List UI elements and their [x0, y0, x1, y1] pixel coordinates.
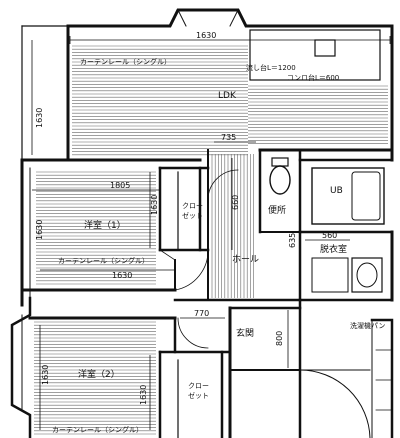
dim-bed2-height: 1630: [41, 365, 50, 385]
room-label-ldk: LDK: [218, 91, 237, 101]
dim-bed1-width: 1630: [112, 271, 132, 280]
note-stove: コンロ台L＝600: [287, 73, 339, 82]
dim-bed2-right: 1630: [139, 385, 148, 405]
note-curtain-bed1: カーテンレール（シングル）: [58, 256, 149, 265]
note-curtain-ldk: カーテンレール（シングル）: [80, 57, 171, 66]
room-label-bedroom2: 洋室（2）: [78, 368, 120, 380]
walls: [10, 8, 394, 438]
kitchen-counter: [249, 29, 381, 81]
room-label-bedroom1: 洋室（1）: [84, 219, 126, 231]
toilet-icon: [269, 165, 291, 195]
dim-660: 660: [231, 195, 240, 210]
fixtures: [249, 29, 381, 288]
labels: LDK 洋室（1） 洋室（2） クロー ゼット クロー ゼット 便所 UB 脱衣…: [35, 31, 385, 434]
room-label-entrance: 玄関: [236, 327, 254, 339]
basin-icon: [356, 262, 378, 288]
note-sink: 流し台L＝1200: [246, 63, 296, 72]
dim-635: 635: [288, 233, 297, 248]
dim-800: 800: [275, 331, 284, 346]
room-label-closet1-b: ゼット: [182, 211, 203, 220]
dim-closet1-height: 1630: [150, 195, 159, 215]
dim-ldk-height: 1630: [35, 108, 44, 128]
note-curtain-bed2: カーテンレール（シングル）: [52, 425, 143, 434]
dimension-lines: [31, 36, 391, 430]
floor-hatching: [34, 45, 388, 435]
dim-735: 735: [221, 133, 236, 142]
sink-icon: [314, 39, 336, 57]
room-label-hall: ホール: [232, 254, 259, 265]
room-label-closet1-a: クロー: [182, 202, 203, 210]
room-label-closet2-a: クロー: [188, 382, 209, 390]
dim-770: 770: [194, 309, 209, 318]
room-label-closet2-b: ゼット: [188, 391, 209, 400]
room-label-bath: UB: [330, 186, 343, 196]
dim-ldk-width: 1630: [196, 31, 216, 40]
dim-560: 560: [322, 231, 337, 240]
room-label-washer: 洗濯機パン: [350, 321, 385, 330]
dim-bed1-height: 1630: [35, 220, 44, 240]
room-label-dressing: 脱衣室: [320, 243, 347, 255]
dim-1805: 1805: [110, 181, 130, 190]
room-label-toilet: 便所: [268, 204, 286, 216]
